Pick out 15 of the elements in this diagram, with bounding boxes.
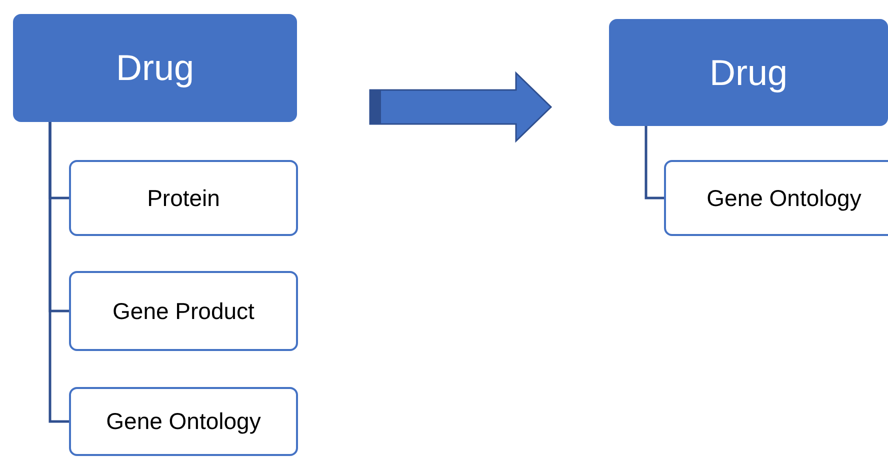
- header-box: [609, 19, 888, 126]
- tree-connector: [48, 122, 69, 423]
- node-label: Gene Product: [112, 298, 254, 324]
- item-box: [664, 160, 888, 236]
- node-label: Drug: [709, 52, 788, 94]
- block-arrow: [369, 71, 552, 143]
- item-box: [69, 271, 298, 351]
- item-box: [69, 387, 298, 456]
- header-box: [13, 14, 297, 122]
- node-label: Gene Ontology: [706, 184, 862, 212]
- node-label: Drug: [116, 47, 194, 89]
- node-label: Gene Ontology: [106, 408, 261, 435]
- item-box: [69, 160, 298, 236]
- node-label: Protein: [147, 184, 220, 212]
- tree-connector: [644, 126, 664, 200]
